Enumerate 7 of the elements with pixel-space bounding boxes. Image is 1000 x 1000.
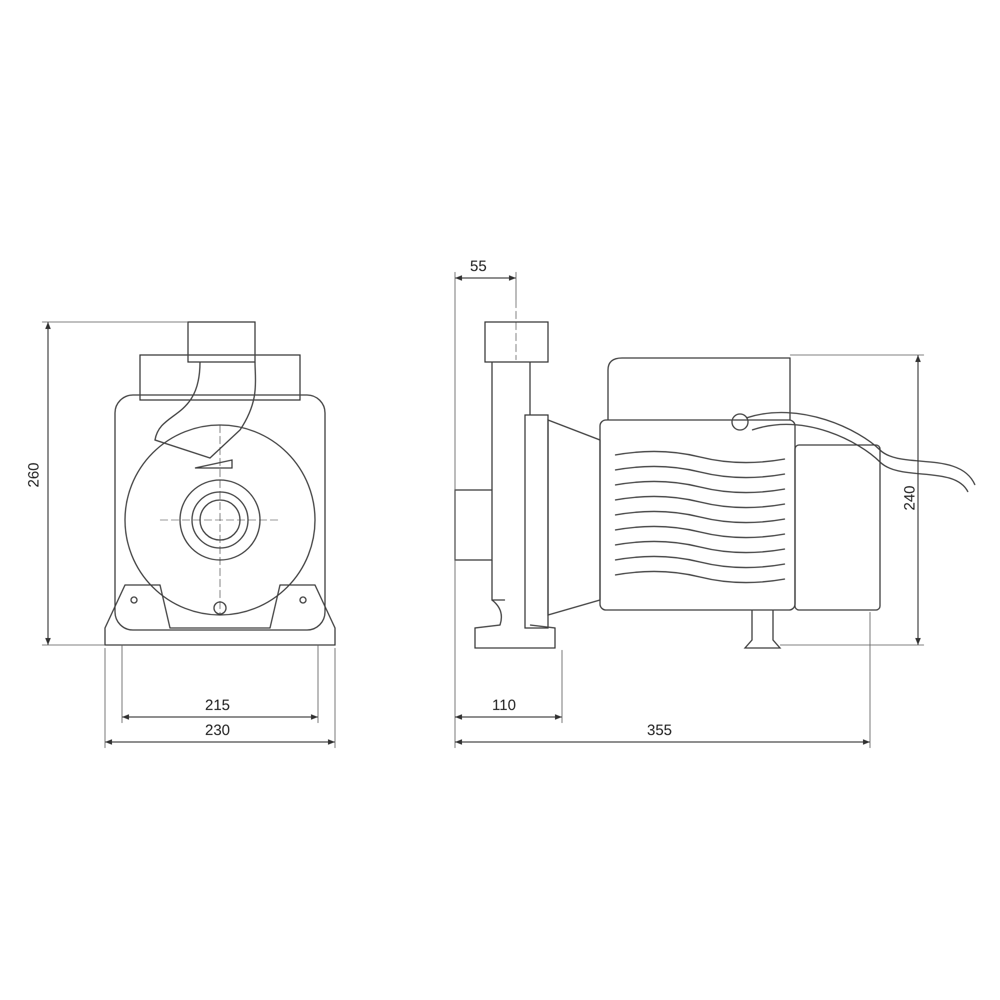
dimension-label: 215	[205, 698, 230, 714]
dimension-label: 230	[205, 723, 230, 739]
dimension-label: 55	[470, 259, 487, 275]
dimension-label: 110	[492, 698, 516, 714]
dimension-label: 240	[902, 485, 919, 511]
dimension-label: 355	[647, 723, 672, 739]
dimension-label: 260	[26, 462, 43, 488]
